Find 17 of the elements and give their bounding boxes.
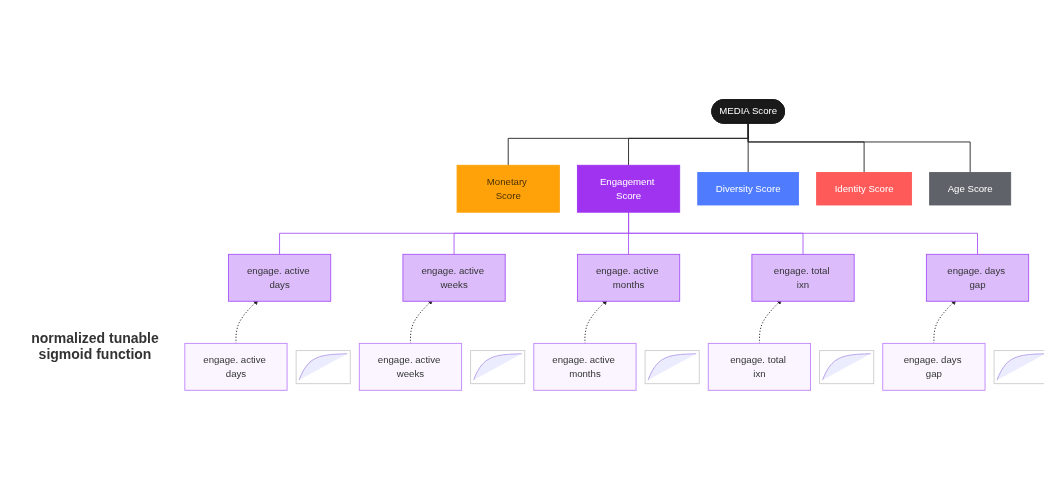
node-box: engage. days gap [882, 342, 986, 391]
note-text: normalized tunable sigmoid function [30, 330, 160, 362]
node-box: engage. active months [533, 342, 637, 391]
node-box: engage. active weeks [402, 253, 506, 302]
node-box: Monetary Score [456, 164, 560, 213]
node-box: engage. days gap [925, 253, 1030, 302]
node-box: Diversity Score [697, 172, 800, 206]
node-box: Engagement Score [576, 164, 681, 213]
node-box: engage. active days [184, 342, 288, 391]
node-box: engage. active weeks [358, 342, 463, 391]
connector [628, 211, 978, 255]
node-box: engage. active days [228, 253, 332, 302]
node-box: Identity Score [816, 172, 913, 206]
node-box: Age Score [929, 172, 1012, 206]
node-box: engage. active months [576, 253, 681, 302]
node-box: engage. total ixn [707, 342, 811, 391]
node-box: engage. total ixn [751, 253, 855, 302]
